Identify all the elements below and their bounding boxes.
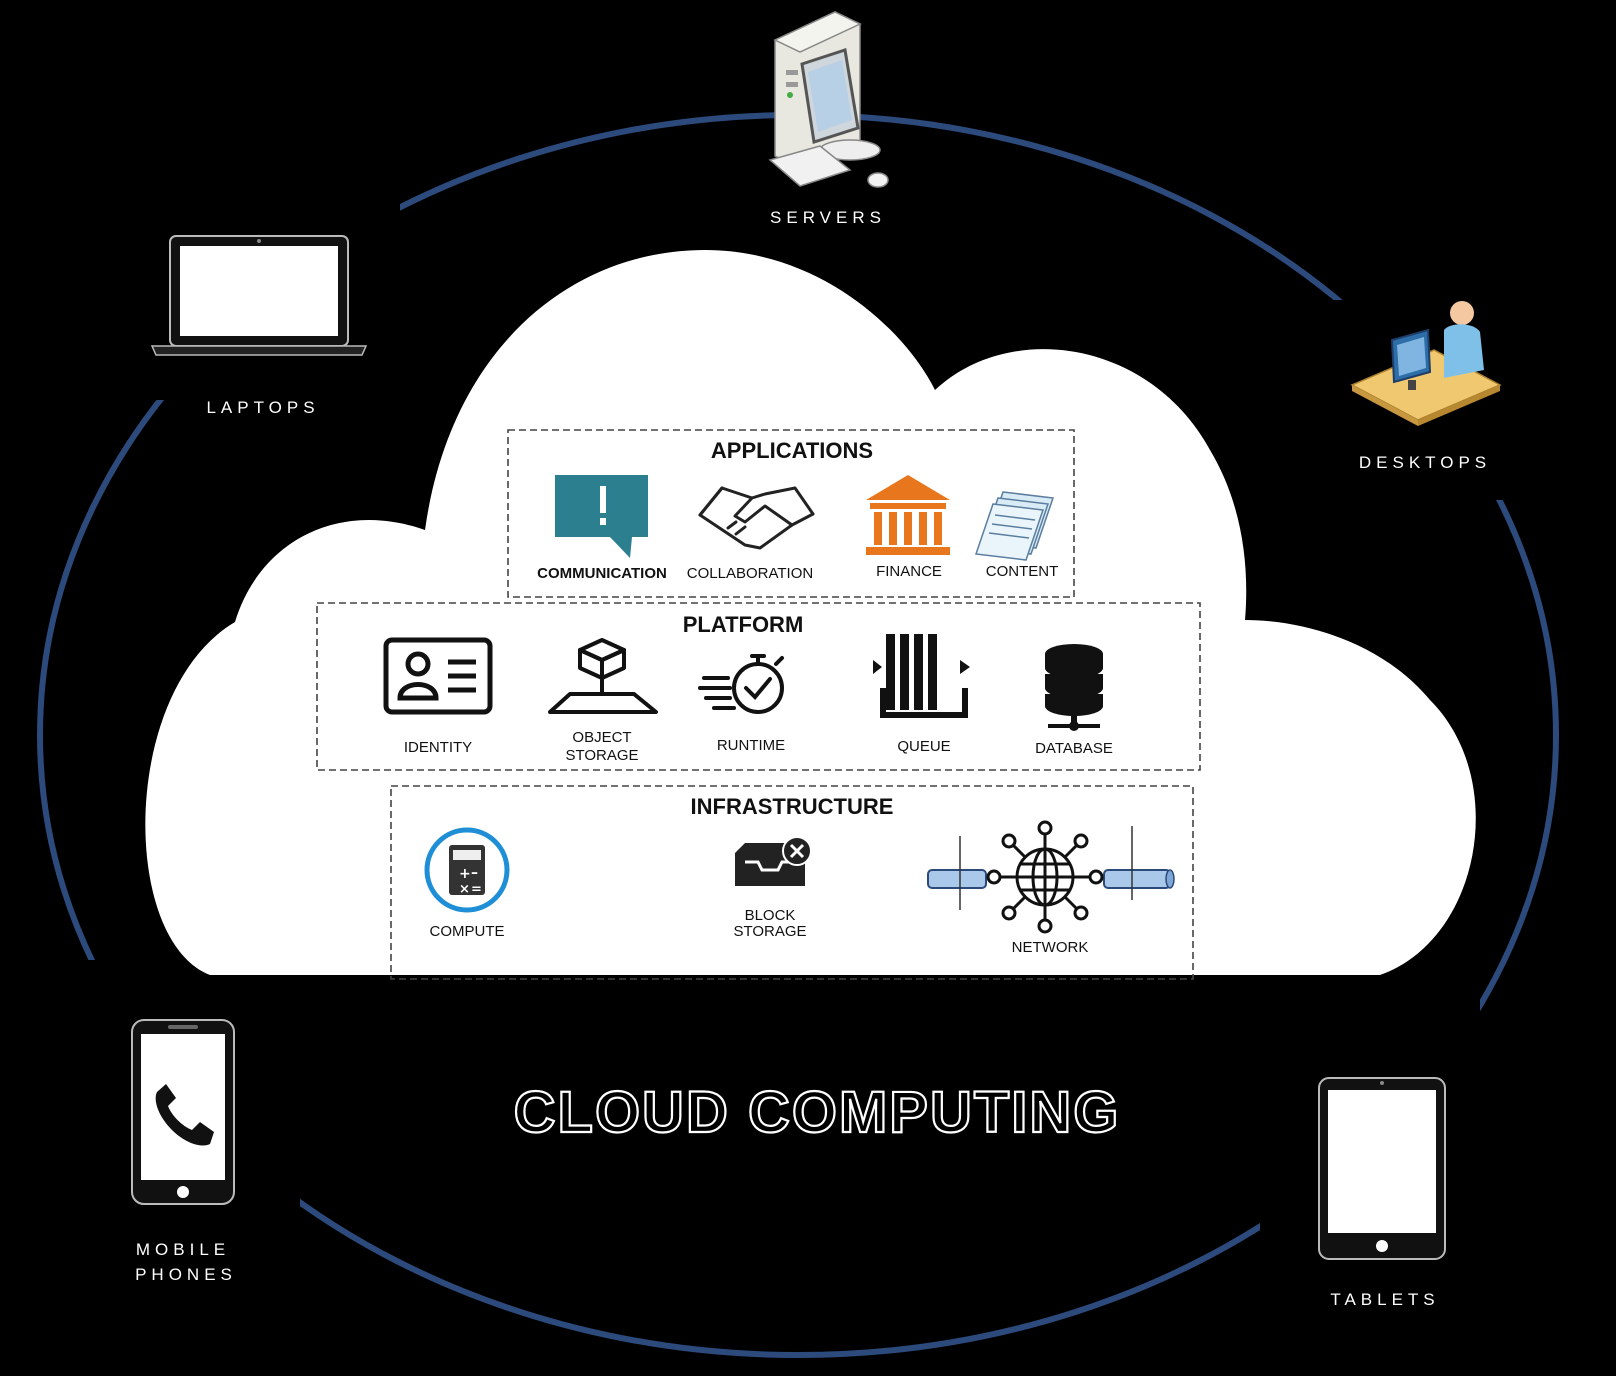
applications-title: APPLICATIONS xyxy=(711,438,873,463)
block-storage-icon xyxy=(735,836,812,886)
platform-section: PLATFORM IDENTITY OBJECT STORAGE xyxy=(316,602,1201,771)
identity-label: IDENTITY xyxy=(404,739,472,756)
servers-label: SERVERS xyxy=(770,208,886,227)
queue-icon xyxy=(873,634,970,718)
infrastructure-section: INFRASTRUCTURE + – × = COMPUTE BLOCK STO… xyxy=(390,785,1194,980)
handshake-icon xyxy=(698,486,815,550)
finance-label: FINANCE xyxy=(876,563,942,580)
collaboration-label: COLLABORATION xyxy=(687,565,813,582)
block-storage-label-line1: BLOCK xyxy=(745,907,796,924)
mobile-phones-label-line1: MOBILE xyxy=(136,1240,230,1259)
network-label: NETWORK xyxy=(1012,939,1089,956)
object-storage-label-line1: OBJECT xyxy=(572,729,631,746)
runtime-label: RUNTIME xyxy=(717,737,785,754)
server-computer-icon xyxy=(768,11,889,188)
svg-text:–: – xyxy=(471,865,478,881)
infrastructure-title: INFRASTRUCTURE xyxy=(691,794,894,819)
network-globe-icon xyxy=(927,820,1175,934)
laptops-label: LAPTOPS xyxy=(206,398,319,417)
laptop-icon xyxy=(150,235,368,356)
database-icon xyxy=(1045,644,1103,731)
applications-section: APPLICATIONS COMMUNICATION COLLABORATION xyxy=(507,429,1075,598)
block-storage-label-line2: STORAGE xyxy=(733,923,806,940)
tablet-icon xyxy=(1318,1077,1446,1260)
orbit-gaps xyxy=(60,90,1530,1300)
svg-text:=: = xyxy=(471,882,482,897)
mobile-phones-label-line2: PHONES xyxy=(135,1265,237,1284)
platform-title: PLATFORM xyxy=(683,612,804,637)
queue-label: QUEUE xyxy=(897,738,950,755)
main-title: CLOUD COMPUTING xyxy=(514,1080,1121,1145)
content-label: CONTENT xyxy=(986,563,1059,580)
compute-label: COMPUTE xyxy=(430,923,505,940)
svg-text:+: + xyxy=(459,866,471,882)
communication-label: COMMUNICATION xyxy=(537,565,667,582)
mobile-phone-icon xyxy=(131,1019,235,1205)
tablets-label: TABLETS xyxy=(1330,1290,1439,1309)
chat-alert-icon xyxy=(555,475,648,558)
object-storage-label-line2: STORAGE xyxy=(565,747,638,764)
desktops-label: DESKTOPS xyxy=(1359,453,1491,472)
calculator-icon: + – × = xyxy=(424,827,510,913)
documents-icon xyxy=(974,491,1055,561)
id-card-icon xyxy=(383,637,493,715)
desktop-user-icon xyxy=(1350,301,1502,426)
svg-text:×: × xyxy=(459,882,470,897)
bank-icon xyxy=(866,475,950,555)
database-label: DATABASE xyxy=(1035,740,1113,757)
object-storage-icon xyxy=(548,638,658,714)
stopwatch-icon xyxy=(698,654,784,714)
